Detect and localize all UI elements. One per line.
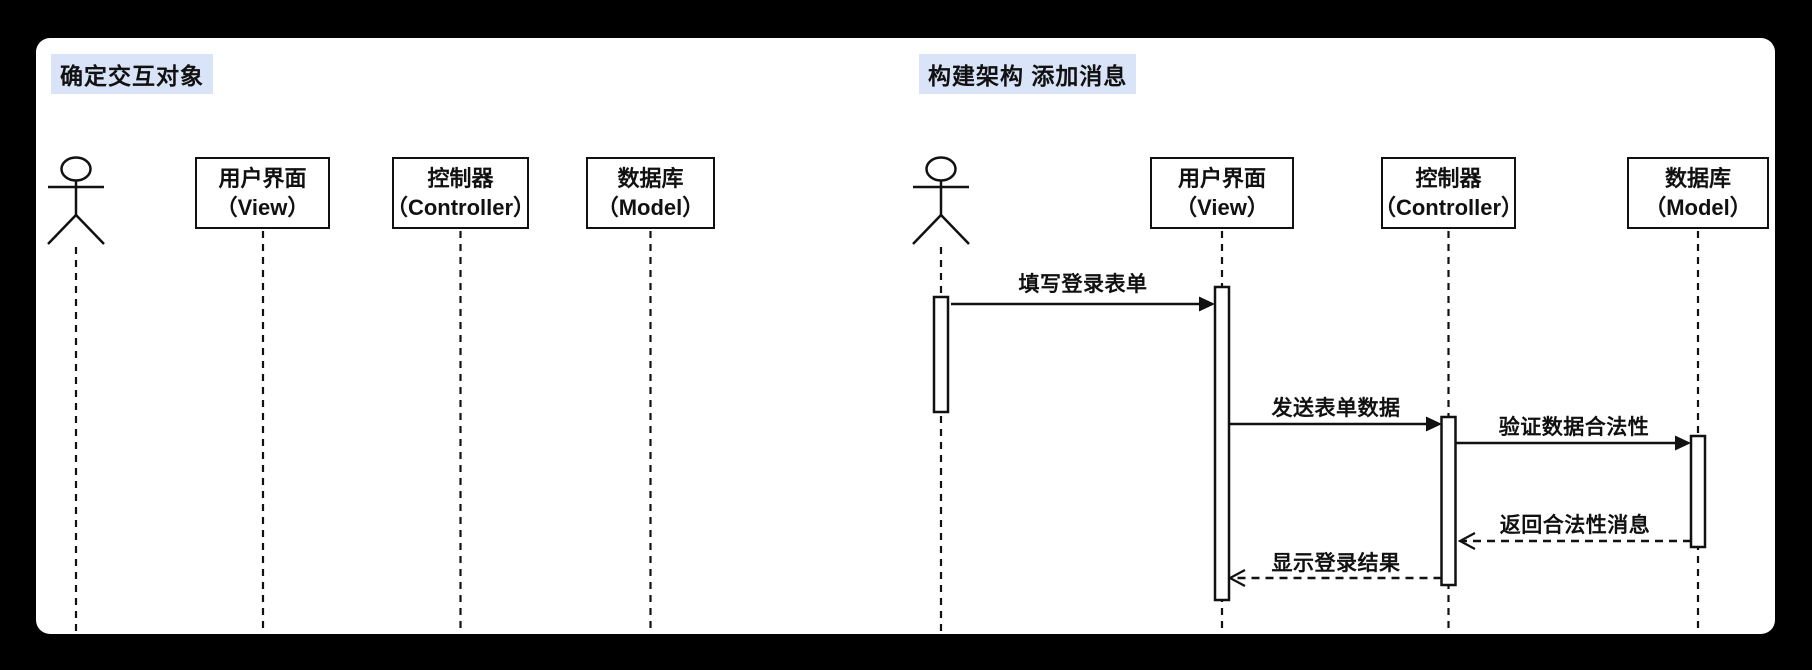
message-label-validate-data: 验证数据合法性 [1498,416,1650,439]
section-title-identify-objects: 确定交互对象 [51,54,213,94]
object-box-controller-right: 控制器 （Controller） [1374,157,1523,229]
object-stereotype: （Model） [596,195,705,220]
message-arrow-send-form-data [1229,416,1442,432]
activation-bar-view [1213,285,1231,602]
object-box-controller-left: 控制器 （Controller） [386,157,535,229]
object-stereotype: （View） [215,195,310,220]
actor-icon [912,156,970,245]
message-label-fill-form: 填写登录表单 [1018,273,1148,296]
object-box-model-right: 数据库 （Model） [1627,157,1769,229]
message-label-show-result: 显示登录结果 [1271,552,1401,575]
message-label-return-validity: 返回合法性消息 [1499,514,1651,537]
message-arrow-validate-data [1455,435,1691,451]
object-name: 控制器 [1415,165,1482,191]
object-stereotype: （Controller） [385,195,536,220]
object-stereotype: （Model） [1644,195,1752,220]
section-title-build-architecture: 构建架构 添加消息 [919,54,1137,94]
object-stereotype: （View） [1175,195,1269,220]
message-arrow-fill-form [951,296,1215,312]
message-label-send-form-data: 发送表单数据 [1271,397,1401,420]
object-stereotype: （Controller） [1373,195,1524,220]
activation-bar-actor [932,295,950,414]
object-name: 数据库 [1664,165,1731,191]
object-box-model-left: 数据库 （Model） [586,157,715,229]
activation-bar-controller [1440,415,1457,587]
message-arrow-show-result [1227,569,1442,587]
object-box-view-left: 用户界面 （View） [195,157,330,229]
object-name: 用户界面 [218,165,307,191]
actor-icon [47,156,105,245]
object-name: 用户界面 [1177,165,1266,191]
object-name: 控制器 [427,165,494,191]
message-arrow-return-validity [1457,532,1691,550]
object-box-view-right: 用户界面 （View） [1150,157,1294,229]
diagram-canvas [36,38,1775,634]
activation-bar-model [1689,434,1707,549]
object-name: 数据库 [617,165,684,191]
